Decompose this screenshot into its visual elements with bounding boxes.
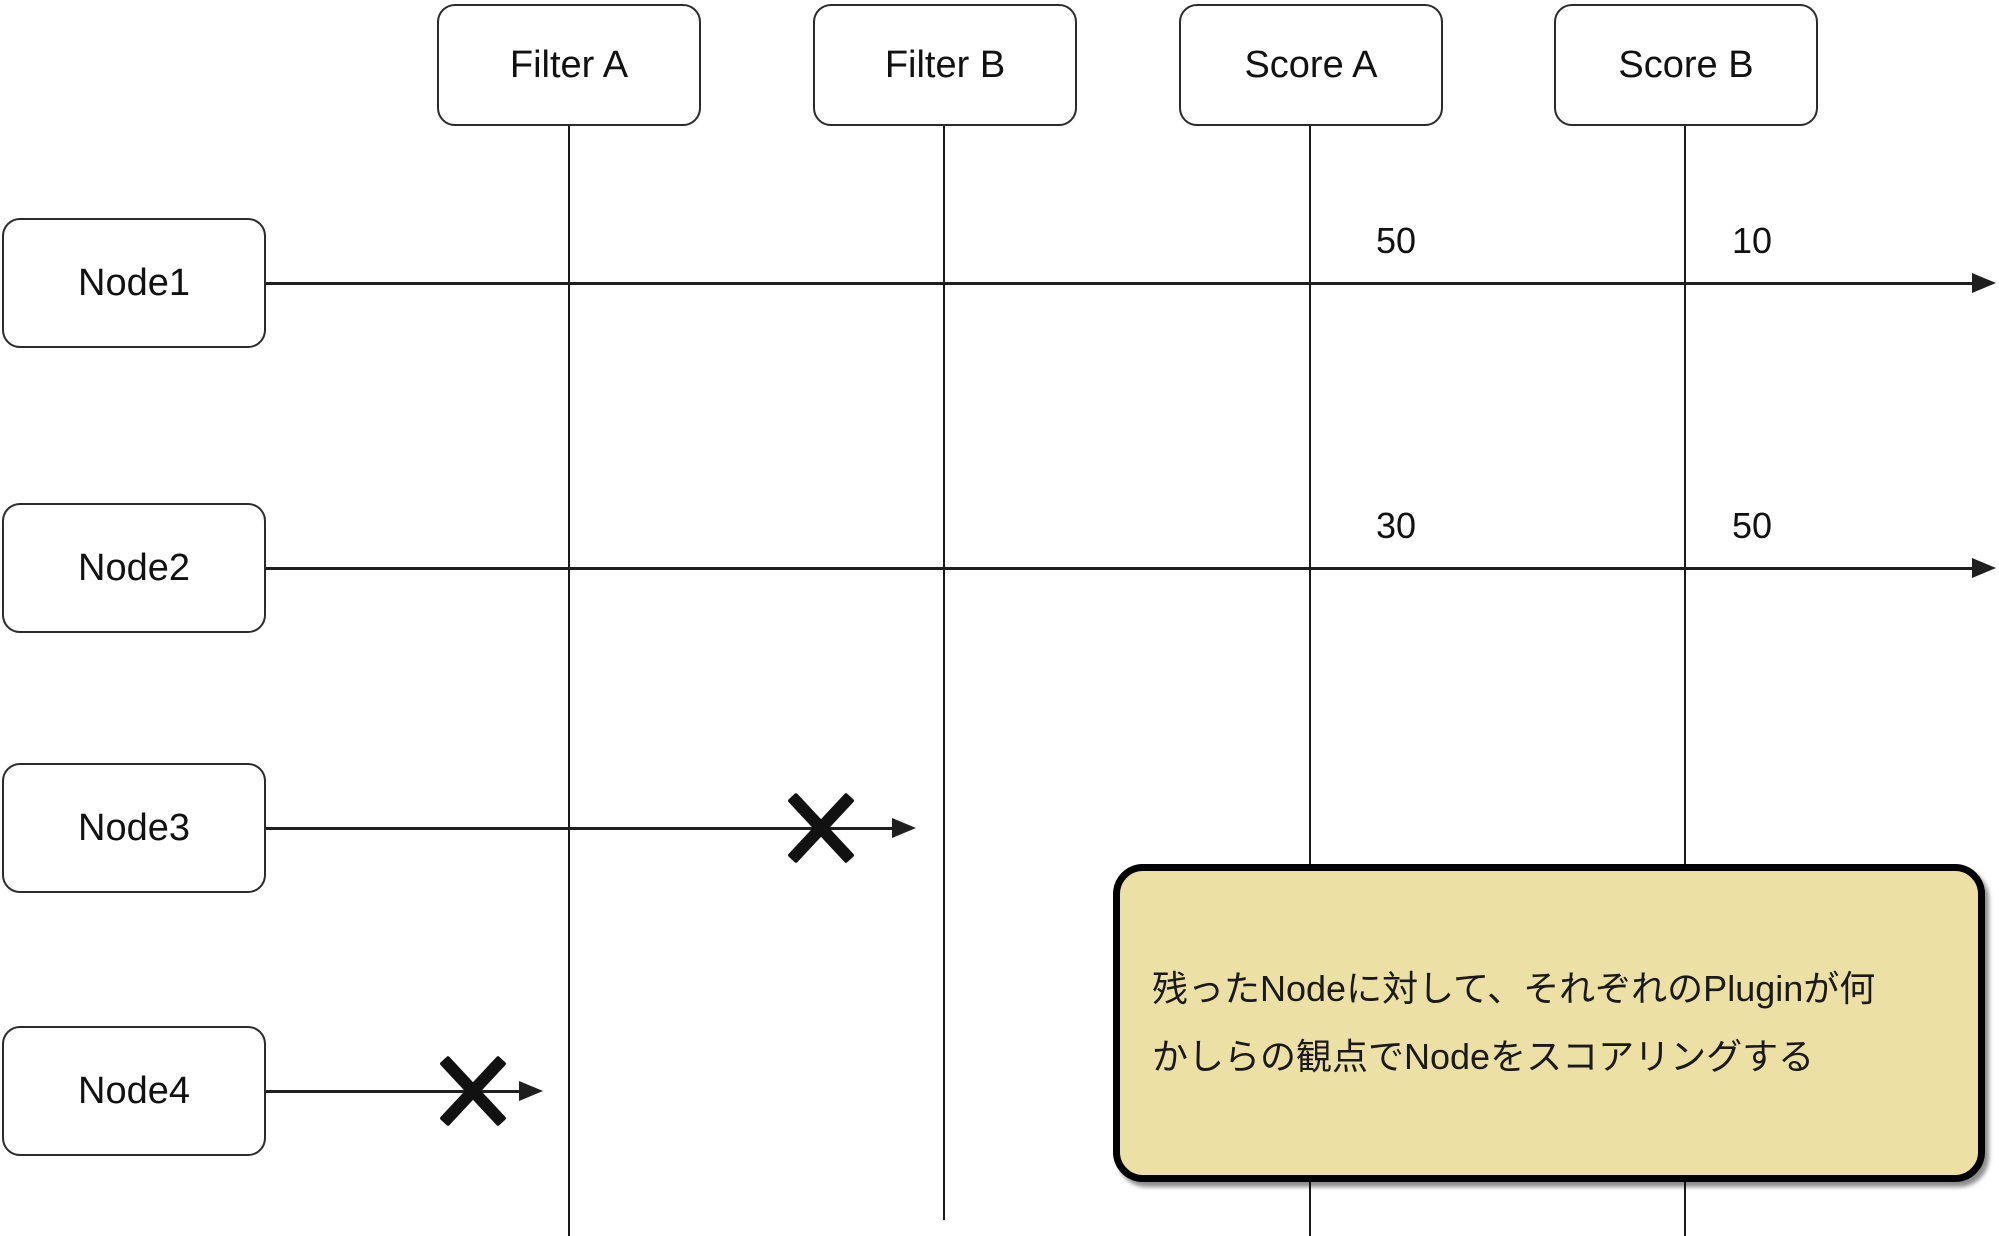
- node-box-node3[interactable]: Node3: [2, 763, 266, 893]
- note-text-line1: 残ったNodeに対して、それぞれのPluginが何: [1152, 968, 1876, 1009]
- node-label-node2: Node2: [78, 546, 190, 589]
- note-text-line2: かしらの観点でNodeをスコアリングする: [1152, 1036, 1815, 1077]
- note-box[interactable]: 残ったNodeに対して、それぞれのPluginが何 かしらの観点でNodeをスコ…: [1113, 864, 1985, 1182]
- node-box-node1[interactable]: Node1: [2, 218, 266, 348]
- plugin-label-filter-b: Filter B: [884, 43, 1006, 86]
- plugin-box-filter-b[interactable]: Filter B: [813, 4, 1077, 126]
- score-b-lifeline: [1684, 126, 1686, 1236]
- plugin-label-score-b: Score B: [1618, 43, 1754, 86]
- filter-a-lifeline: [568, 126, 570, 1236]
- filter-b-lifeline: [943, 126, 945, 1220]
- plugin-label-filter-a: Filter A: [509, 43, 629, 86]
- node3-arrowhead-icon: [892, 818, 916, 838]
- node4-arrowhead-icon: [519, 1081, 543, 1101]
- node-box-node4[interactable]: Node4: [2, 1026, 266, 1156]
- node4-arrow-line: [266, 1090, 520, 1093]
- node2-score-b-value: 50: [1731, 505, 1773, 546]
- node-label-node3: Node3: [78, 806, 190, 849]
- node2-score-a-value: 30: [1375, 505, 1417, 546]
- node-box-node2[interactable]: Node2: [2, 503, 266, 633]
- plugin-box-score-b[interactable]: Score B: [1554, 4, 1818, 126]
- plugin-box-filter-a[interactable]: Filter A: [437, 4, 701, 126]
- node3-rejected-x-icon: [789, 796, 853, 860]
- node1-score-b-value: 10: [1731, 220, 1773, 261]
- node-label-node1: Node1: [78, 261, 190, 304]
- node-label-node4: Node4: [78, 1069, 190, 1112]
- node1-arrow-line: [266, 282, 1972, 285]
- node1-score-a-value: 50: [1375, 220, 1417, 261]
- node2-arrowhead-icon: [1972, 558, 1996, 578]
- score-a-lifeline: [1309, 126, 1311, 1236]
- plugin-label-score-a: Score A: [1244, 43, 1378, 86]
- node1-arrowhead-icon: [1972, 273, 1996, 293]
- plugin-box-score-a[interactable]: Score A: [1179, 4, 1443, 126]
- node4-rejected-x-icon: [441, 1059, 505, 1123]
- node3-arrow-line: [266, 827, 894, 830]
- node2-arrow-line: [266, 567, 1972, 570]
